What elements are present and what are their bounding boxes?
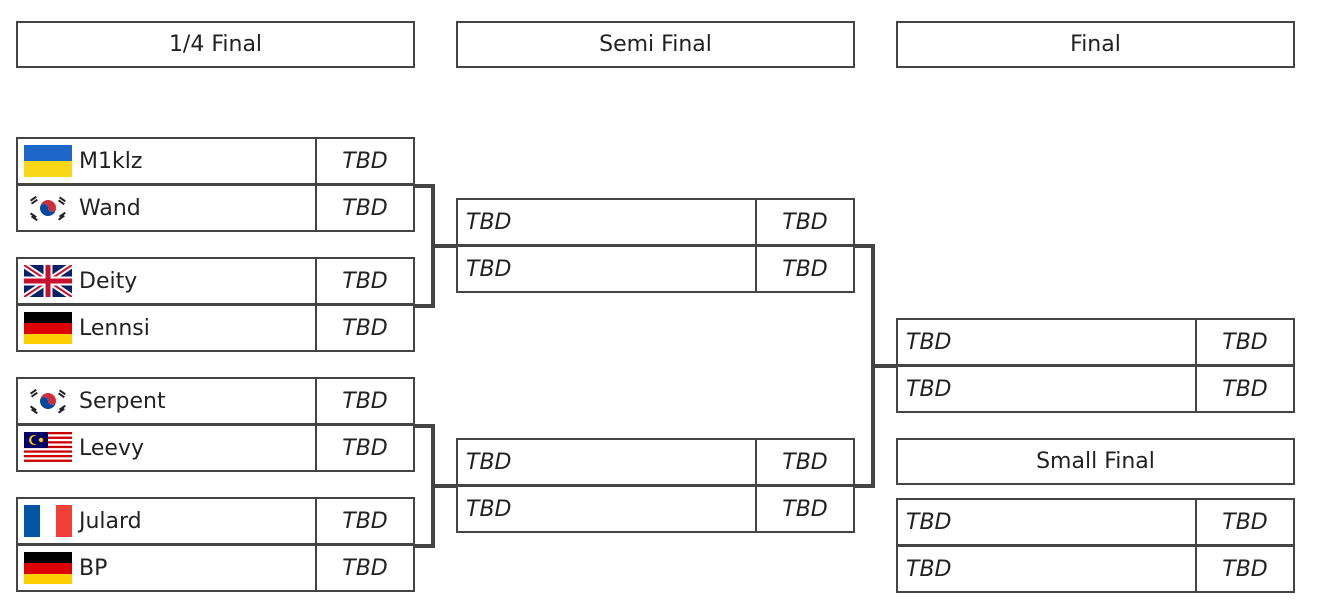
player-score: TBD: [342, 508, 388, 534]
player-name-cell: Leevy: [18, 426, 317, 470]
player-score: TBD: [782, 496, 828, 522]
player-name-cell: BP: [18, 546, 317, 590]
player-name: M1klz: [79, 148, 143, 174]
round-header-small-final: Small Final: [896, 438, 1295, 485]
player-score: TBD: [342, 315, 388, 341]
match-player-row[interactable]: TBD TBD: [456, 438, 855, 486]
player-score: TBD: [342, 268, 388, 294]
player-name: Julard: [79, 508, 142, 534]
player-score: TBD: [1222, 509, 1268, 535]
player-score: TBD: [342, 555, 388, 581]
player-name: TBD: [458, 200, 757, 244]
player-name: TBD: [898, 547, 1197, 591]
match-player-row[interactable]: Leevy TBD: [16, 424, 415, 472]
round-header-final: Final: [896, 21, 1295, 68]
player-name: TBD: [898, 500, 1197, 544]
germany-flag-icon: [24, 312, 72, 344]
malaysia-flag-icon: [24, 432, 72, 464]
bracket-connector-line: [433, 244, 458, 248]
germany-flag-icon: [24, 552, 72, 584]
match-player-row[interactable]: Deity TBD: [16, 257, 415, 305]
player-score: TBD: [342, 435, 388, 461]
player-score: TBD: [782, 256, 828, 282]
quarter-final-match-2[interactable]: Deity TBD Lennsi TBD: [16, 257, 415, 352]
south-korea-flag-icon: [24, 385, 72, 417]
bracket-connector-sf: [853, 244, 875, 488]
player-score: TBD: [1222, 329, 1268, 355]
match-player-row[interactable]: TBD TBD: [896, 318, 1295, 366]
player-score: TBD: [782, 209, 828, 235]
player-name: Wand: [79, 195, 141, 221]
united-kingdom-flag-icon: [24, 265, 72, 297]
quarter-final-match-1[interactable]: M1klz TBD Wand TBD: [16, 137, 415, 232]
player-score: TBD: [342, 148, 388, 174]
player-name-cell: M1klz: [18, 139, 317, 183]
player-name: Lennsi: [79, 315, 150, 341]
match-player-row[interactable]: Julard TBD: [16, 497, 415, 545]
match-player-row[interactable]: Serpent TBD: [16, 377, 415, 425]
quarter-final-match-3[interactable]: Serpent TBD Leevy TBD: [16, 377, 415, 472]
small-final-match[interactable]: TBD TBD TBD TBD: [896, 498, 1295, 593]
match-player-row[interactable]: TBD TBD: [456, 485, 855, 533]
player-score: TBD: [782, 449, 828, 475]
player-name: TBD: [898, 367, 1197, 411]
player-name: BP: [79, 555, 108, 581]
player-name: TBD: [458, 247, 757, 291]
player-name: TBD: [458, 440, 757, 484]
player-name: TBD: [898, 320, 1197, 364]
player-name-cell: Julard: [18, 499, 317, 543]
final-match[interactable]: TBD TBD TBD TBD: [896, 318, 1295, 413]
player-name: Serpent: [79, 388, 166, 414]
semi-final-match-2[interactable]: TBD TBD TBD TBD: [456, 438, 855, 533]
player-name: Deity: [79, 268, 138, 294]
player-name-cell: Serpent: [18, 379, 317, 423]
player-score: TBD: [1222, 556, 1268, 582]
round-header-semi-final: Semi Final: [456, 21, 855, 68]
match-player-row[interactable]: Lennsi TBD: [16, 304, 415, 352]
player-score: TBD: [342, 195, 388, 221]
player-name-cell: Deity: [18, 259, 317, 303]
player-name: TBD: [458, 487, 757, 531]
south-korea-flag-icon: [24, 192, 72, 224]
bracket-connector-qf-top: [413, 184, 435, 308]
match-player-row[interactable]: BP TBD: [16, 544, 415, 592]
player-name-cell: Wand: [18, 186, 317, 230]
match-player-row[interactable]: Wand TBD: [16, 184, 415, 232]
round-header-quarter-final: 1/4 Final: [16, 21, 415, 68]
ukraine-flag-icon: [24, 145, 72, 177]
bracket-connector-qf-bottom: [413, 424, 435, 548]
bracket-connector-line: [873, 364, 898, 368]
player-score: TBD: [1222, 376, 1268, 402]
match-player-row[interactable]: TBD TBD: [456, 245, 855, 293]
match-player-row[interactable]: TBD TBD: [896, 365, 1295, 413]
match-player-row[interactable]: TBD TBD: [896, 498, 1295, 546]
match-player-row[interactable]: TBD TBD: [896, 545, 1295, 593]
france-flag-icon: [24, 505, 72, 537]
player-name-cell: Lennsi: [18, 306, 317, 350]
semi-final-match-1[interactable]: TBD TBD TBD TBD: [456, 198, 855, 293]
bracket-connector-line: [433, 484, 458, 488]
player-score: TBD: [342, 388, 388, 414]
match-player-row[interactable]: M1klz TBD: [16, 137, 415, 185]
player-name: Leevy: [79, 435, 144, 461]
quarter-final-match-4[interactable]: Julard TBD BP TBD: [16, 497, 415, 592]
match-player-row[interactable]: TBD TBD: [456, 198, 855, 246]
